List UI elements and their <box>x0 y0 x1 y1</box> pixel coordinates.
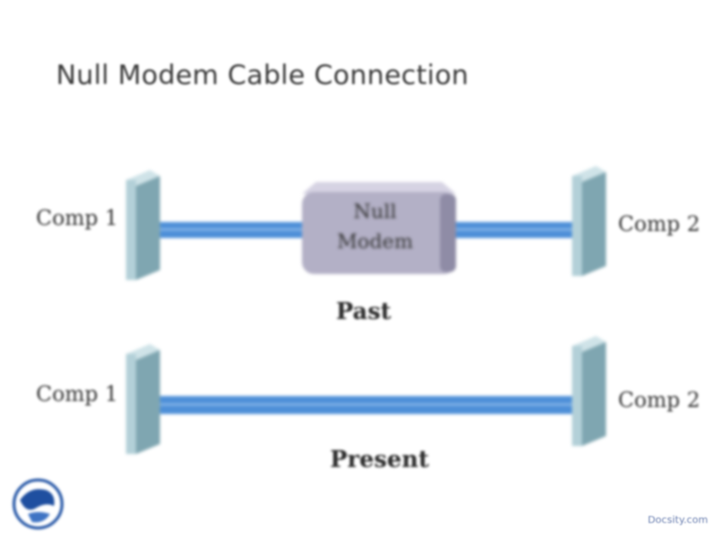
slide-title: Null Modem Cable Connection <box>56 60 469 91</box>
null-modem-label-line2: Modem <box>336 229 414 253</box>
past-comp1-port <box>126 170 160 280</box>
past-caption: Past <box>336 298 392 325</box>
null-modem-label-line1: Null <box>353 199 397 223</box>
present-comp2-label: Comp 2 <box>618 388 701 412</box>
null-modem-label: Null Modem <box>300 196 450 256</box>
footer-watermark: Docsity.com <box>647 515 708 526</box>
present-comp1-port <box>126 344 160 454</box>
past-comp2-label: Comp 2 <box>618 212 701 236</box>
null-modem-box <box>302 182 456 274</box>
present-comp2-port <box>572 336 606 446</box>
past-comp2-port <box>572 166 606 276</box>
past-comp1-label: Comp 1 <box>36 206 119 230</box>
globe-logo-icon <box>12 478 64 530</box>
present-caption: Present <box>330 446 429 473</box>
present-comp1-label: Comp 1 <box>36 382 119 406</box>
